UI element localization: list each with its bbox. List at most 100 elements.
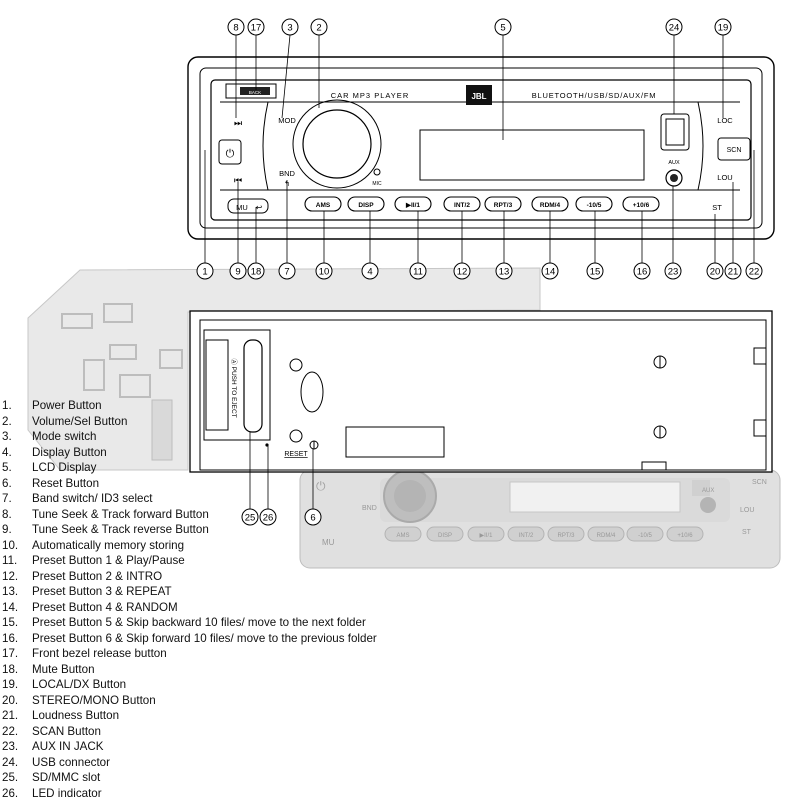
legend-number: 24. (2, 755, 32, 771)
legend-text: Mute Button (32, 662, 95, 678)
front-panel: BACK CAR MP3 PLAYER JBL BLUETOOTH/USB/SD… (188, 57, 774, 239)
loc-label: LOC (717, 116, 733, 125)
legend-text: Front bezel release button (32, 646, 167, 662)
legend-item: 18.Mute Button (2, 662, 462, 678)
preset-button-label: RPT/3 (494, 202, 513, 209)
legend-item: 13.Preset Button 3 & REPEAT (2, 584, 462, 600)
st-label: ST (712, 203, 722, 212)
scn-label: SCN (727, 147, 742, 154)
preset-button[interactable]: AMS (305, 197, 341, 211)
legend-number: 12. (2, 569, 32, 585)
callout-number: 14 (545, 267, 556, 278)
legend-text: SCAN Button (32, 724, 101, 740)
aux-label: AUX (668, 160, 680, 166)
legend-item: 26.LED indicator (2, 786, 462, 801)
callout-number: 18 (251, 267, 262, 278)
legend-text: Preset Button 3 & REPEAT (32, 584, 172, 600)
preset-button-label: ▶II/1 (405, 202, 420, 209)
photo-lcd (510, 482, 680, 512)
volume-knob[interactable] (303, 110, 371, 178)
legend-number: 16. (2, 631, 32, 647)
legend-number: 6. (2, 476, 32, 492)
legend-number: 18. (2, 662, 32, 678)
preset-button[interactable]: RPT/3 (485, 197, 521, 211)
bnd-label: BND (279, 169, 295, 178)
callout: 13 (496, 263, 512, 279)
preset-button[interactable]: +10/6 (623, 197, 659, 211)
preset-button[interactable]: DISP (348, 197, 384, 211)
legend-item: 21.Loudness Button (2, 708, 462, 724)
photo-st-label: ST (742, 529, 752, 536)
legend-item: 11.Preset Button 1 & Play/Pause (2, 553, 462, 569)
callout: 12 (454, 263, 470, 279)
callout: 7 (279, 263, 295, 279)
preset-button[interactable]: ▶II/1 (395, 197, 431, 211)
legend-text: Tune Seek & Track forward Button (32, 507, 209, 523)
callout: 5 (495, 19, 511, 35)
legend-number: 11. (2, 553, 32, 569)
legend-number: 2. (2, 414, 32, 430)
callout: 3 (282, 19, 298, 35)
preset-button[interactable]: -10/5 (576, 197, 612, 211)
photo-button-label: +10/6 (677, 533, 693, 539)
photo-button-label: INT/2 (519, 533, 534, 539)
legend-number: 22. (2, 724, 32, 740)
photo-aux-jack (700, 497, 716, 513)
callout-number: 8 (233, 23, 238, 34)
legend-number: 7. (2, 491, 32, 507)
photo-aux-label: AUX (702, 488, 714, 494)
aux-jack-hole (670, 174, 678, 182)
legend-item: 14.Preset Button 4 & RANDOM (2, 600, 462, 616)
legend-text: USB connector (32, 755, 110, 771)
callout-number: 16 (637, 267, 648, 278)
callout: 24 (666, 19, 682, 35)
legend-number: 9. (2, 522, 32, 538)
callout: 17 (248, 19, 264, 35)
legend-item: 15.Preset Button 5 & Skip backward 10 fi… (2, 615, 462, 631)
legend-item: 3.Mode switch (2, 429, 462, 445)
lcd-display (420, 130, 644, 180)
callout: 4 (362, 263, 378, 279)
callout-number: 20 (710, 267, 721, 278)
callout-number: 9 (235, 267, 240, 278)
legend-text: Preset Button 2 & INTRO (32, 569, 162, 585)
back-panel-tab-right-top (754, 348, 766, 364)
callout-number: 5 (500, 23, 505, 34)
panel-title: CAR MP3 PLAYER (331, 91, 409, 100)
legend-text: Tune Seek & Track reverse Button (32, 522, 209, 538)
preset-button-label: -10/5 (587, 202, 602, 209)
callout: 1 (197, 263, 213, 279)
jbl-logo-text: JBL (471, 92, 486, 101)
legend-number: 13. (2, 584, 32, 600)
usb-connector[interactable] (666, 119, 684, 145)
preset-button[interactable]: RDM/4 (532, 197, 568, 211)
legend-number: 20. (2, 693, 32, 709)
legend-item: 6.Reset Button (2, 476, 462, 492)
mount-hole-top (290, 359, 302, 371)
legend-text: LED indicator (32, 786, 102, 801)
preset-button-label: RDM/4 (540, 202, 561, 209)
legend-number: 26. (2, 786, 32, 801)
legend-item: 5.LCD Display (2, 460, 462, 476)
legend-text: AUX IN JACK (32, 739, 104, 755)
photo-scn-label: SCN (752, 479, 767, 486)
photo-button-label: ▶II/1 (480, 533, 494, 539)
legend-item: 20.STEREO/MONO Button (2, 693, 462, 709)
preset-button-label: AMS (316, 202, 331, 209)
photo-button-label: -10/5 (638, 533, 652, 539)
callout: 21 (725, 263, 741, 279)
callout: 10 (316, 263, 332, 279)
legend-item: 4.Display Button (2, 445, 462, 461)
preset-button[interactable]: INT/2 (444, 197, 480, 211)
legend-number: 4. (2, 445, 32, 461)
callout: 19 (715, 19, 731, 35)
legend-text: Band switch/ ID3 select (32, 491, 153, 507)
legend-item: 8.Tune Seek & Track forward Button (2, 507, 462, 523)
legend-text: Power Button (32, 398, 102, 414)
callout: 20 (707, 263, 723, 279)
back-panel-tab-right-bottom (754, 420, 766, 436)
callout-number: 3 (287, 23, 292, 34)
callout: 8 (228, 19, 244, 35)
legend-text: LOCAL/DX Button (32, 677, 126, 693)
legend-number: 10. (2, 538, 32, 554)
